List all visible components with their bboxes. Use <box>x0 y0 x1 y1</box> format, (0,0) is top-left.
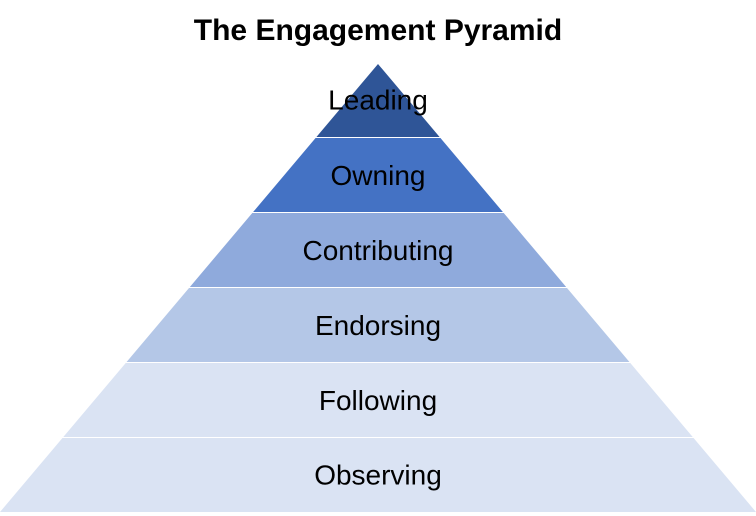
pyramid-tier-owning <box>252 138 504 213</box>
pyramid-tier-following <box>62 363 694 438</box>
tier-label-leading: Leading <box>328 85 428 116</box>
pyramid-tier-endorsing <box>125 288 631 363</box>
pyramid-tier-contributing <box>189 213 567 288</box>
tier-label-contributing: Contributing <box>303 235 454 266</box>
pyramid-tier-leading <box>315 64 441 138</box>
tier-label-endorsing: Endorsing <box>315 310 441 341</box>
tier-label-following: Following <box>319 385 437 416</box>
diagram-title: The Engagement Pyramid <box>193 14 563 47</box>
tier-label-observing: Observing <box>314 460 442 491</box>
tier-label-owning: Owning <box>331 160 426 191</box>
pyramid-tier-observing <box>0 438 756 512</box>
